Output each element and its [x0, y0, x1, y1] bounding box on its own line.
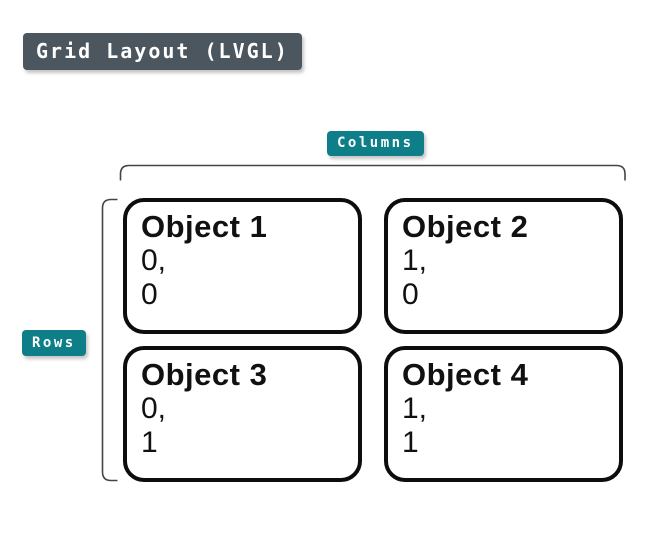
object-2-title: Object 2	[402, 209, 529, 244]
columns-bracket-icon	[119, 164, 626, 181]
object-3-row-index: 1	[141, 426, 158, 459]
grid-object-4: Object 4 1, 1	[384, 346, 623, 482]
object-1-row-index: 0	[141, 278, 158, 311]
object-4-row-index: 1	[402, 426, 419, 459]
object-1-title: Object 1	[141, 209, 268, 244]
object-2-col-index: 1,	[402, 244, 428, 277]
grid-object-1: Object 1 0, 0	[123, 198, 362, 334]
object-4-title: Object 4	[402, 357, 529, 392]
rows-label-badge: Rows	[22, 330, 86, 356]
object-4-col-index: 1,	[402, 392, 428, 425]
rows-bracket-icon	[101, 198, 118, 482]
object-3-col-index: 0,	[141, 392, 167, 425]
columns-label-badge: Columns	[327, 131, 424, 156]
diagram-title-badge: Grid Layout (LVGL)	[23, 33, 302, 70]
object-1-col-index: 0,	[141, 244, 167, 277]
grid-object-3: Object 3 0, 1	[123, 346, 362, 482]
grid-object-2: Object 2 1, 0	[384, 198, 623, 334]
object-3-title: Object 3	[141, 357, 268, 392]
object-2-row-index: 0	[402, 278, 419, 311]
